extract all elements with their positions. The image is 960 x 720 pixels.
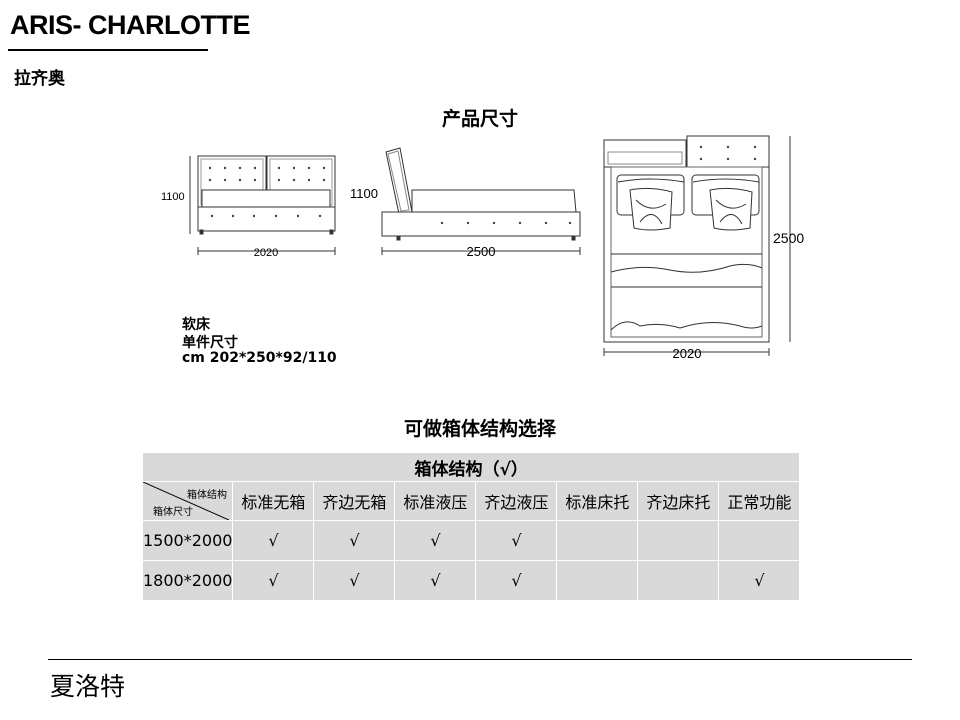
spec-size: cm 202*250*92/110 — [182, 350, 337, 366]
brand-title: ARIS- CHARLOTTE — [10, 10, 250, 40]
spec-label: 单件尺寸 — [182, 335, 238, 351]
table-row: 1500*2000 √ √ √ √ — [141, 520, 801, 561]
column-header: 齐边液压 — [475, 481, 558, 521]
check-cell: √ — [718, 560, 801, 601]
options-title: 可做箱体结构选择 — [403, 418, 556, 440]
column-header: 齐边无箱 — [313, 481, 396, 521]
corner-cell: 箱体结构 箱体尺寸 — [141, 481, 234, 521]
column-header: 标准床托 — [556, 481, 639, 521]
spec-type: 软床 — [182, 317, 210, 333]
check-cell — [718, 520, 801, 561]
corner-top-label: 箱体结构 — [187, 490, 227, 501]
table-header: 箱体结构（√） — [141, 452, 801, 482]
product-subtitle: 拉齐奥 — [14, 69, 65, 89]
footer-divider — [48, 659, 912, 660]
check-cell: √ — [475, 520, 558, 561]
column-header: 正常功能 — [718, 481, 801, 521]
check-cell: √ — [232, 560, 315, 601]
column-header: 标准液压 — [394, 481, 477, 521]
corner-bottom-label: 箱体尺寸 — [153, 507, 193, 518]
check-cell — [556, 560, 639, 601]
front-view-drawing — [189, 155, 336, 255]
dimensions-title: 产品尺寸 — [441, 108, 518, 130]
table-row: 1800*2000 √ √ √ √ √ — [141, 560, 801, 601]
bed-drawings: 2020 1100 2500 1100 — [161, 135, 804, 361]
front-width-label: 2020 — [254, 247, 278, 259]
check-cell — [637, 560, 720, 601]
check-cell: √ — [313, 520, 396, 561]
options-table: 箱体结构（√） 箱体结构 箱体尺寸 标准无箱 齐边无箱 标准液压 齐边液压 标准… — [141, 452, 801, 601]
side-view-drawing — [381, 147, 581, 255]
footer-product-name: 夏洛特 — [50, 672, 126, 701]
check-cell: √ — [232, 520, 315, 561]
check-cell: √ — [475, 560, 558, 601]
column-header: 标准无箱 — [232, 481, 315, 521]
check-cell: √ — [394, 520, 477, 561]
side-height-label: 1100 — [350, 186, 378, 201]
check-cell: √ — [394, 560, 477, 601]
column-header: 齐边床托 — [637, 481, 720, 521]
top-length-label: 2500 — [773, 230, 804, 246]
check-cell: √ — [313, 560, 396, 601]
check-cell — [637, 520, 720, 561]
row-size: 1500*2000 — [141, 520, 234, 561]
side-length-label: 2500 — [467, 244, 496, 259]
front-height-label: 1100 — [161, 191, 185, 203]
check-cell — [556, 520, 639, 561]
top-width-label: 2020 — [673, 346, 702, 361]
top-view-drawing — [603, 135, 791, 356]
row-size: 1800*2000 — [141, 560, 234, 601]
brand-underline — [8, 49, 208, 51]
